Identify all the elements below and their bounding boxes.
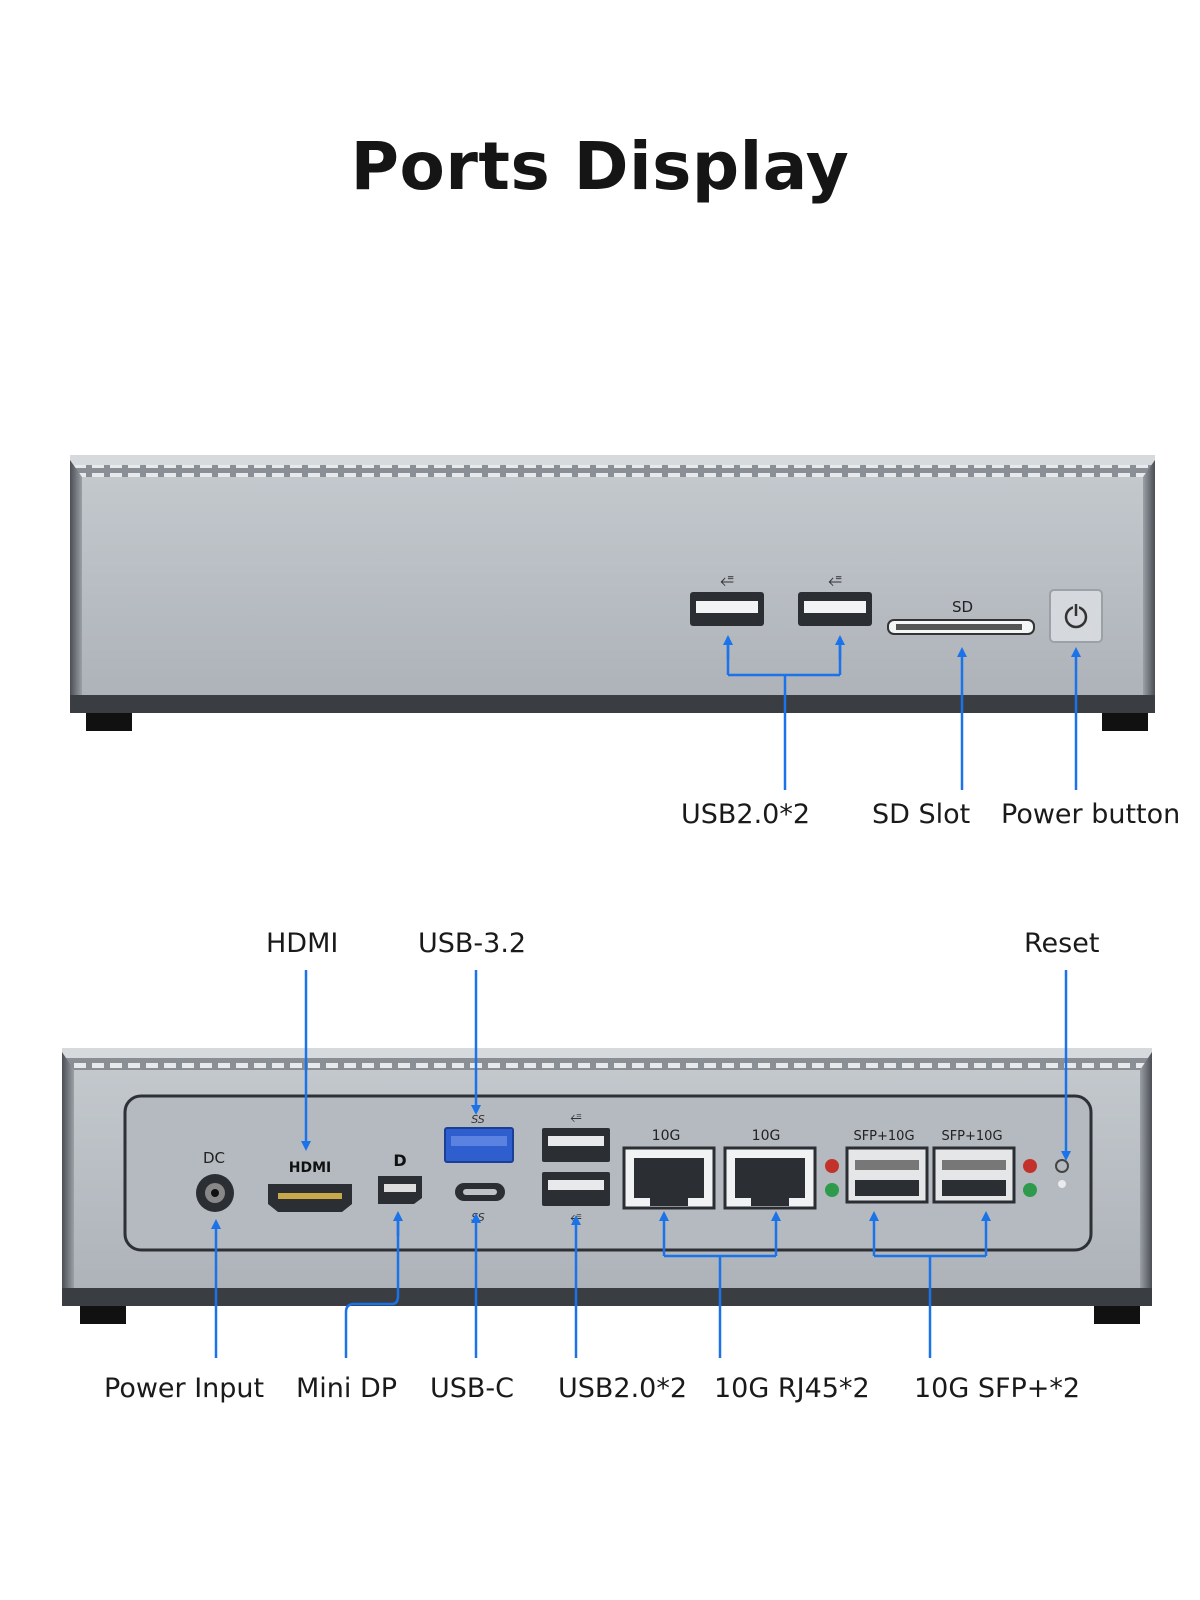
usb32-port: SS bbox=[444, 1113, 514, 1163]
led-red-icon bbox=[1023, 1159, 1037, 1173]
sd-printed-label: SD bbox=[952, 598, 973, 616]
sfp-port-2: SFP+10G bbox=[932, 1129, 1016, 1204]
usb-symbol-icon: ⭀ bbox=[828, 571, 842, 591]
rj45-port-1: 10G bbox=[622, 1128, 716, 1210]
led-green-icon bbox=[825, 1183, 839, 1197]
rj45-printed-label: 10G bbox=[752, 1128, 781, 1144]
rear-usb2-ports: ⭀ ⭀ bbox=[542, 1110, 610, 1226]
label-reset: Reset bbox=[1024, 928, 1100, 959]
displayport-icon: D bbox=[393, 1151, 406, 1170]
label-sd-slot: SD Slot bbox=[872, 799, 971, 830]
label-usb32: USB-3.2 bbox=[418, 928, 527, 959]
led-red-icon bbox=[825, 1159, 839, 1173]
label-sfp: 10G SFP+*2 bbox=[914, 1373, 1081, 1404]
sd-card-slot: SD bbox=[887, 598, 1035, 635]
front-usb-port-2: ⭀ bbox=[798, 571, 872, 626]
hdmi-logo-label: HDMI bbox=[289, 1160, 331, 1176]
rj45-printed-label: 10G bbox=[652, 1128, 681, 1144]
power-button bbox=[1049, 589, 1103, 643]
label-hdmi: HDMI bbox=[266, 928, 339, 959]
label-front-usb2: USB2.0*2 bbox=[681, 799, 811, 830]
label-mini-dp: Mini DP bbox=[296, 1373, 398, 1404]
page-title: Ports Display bbox=[350, 128, 850, 205]
mini-dp-port: D bbox=[378, 1151, 422, 1204]
ss-usb-label: SS bbox=[471, 1113, 485, 1126]
dc-printed-label: DC bbox=[203, 1149, 225, 1167]
sfp-port-1: SFP+10G bbox=[845, 1129, 929, 1204]
sfp-printed-label: SFP+10G bbox=[853, 1129, 914, 1144]
label-rear-usb2: USB2.0*2 bbox=[558, 1373, 688, 1404]
usb-symbol-icon: ⭀ bbox=[720, 571, 734, 591]
label-usb-c: USB-C bbox=[430, 1373, 515, 1404]
front-usb-port-1: ⭀ bbox=[690, 571, 764, 626]
dc-power-input: DC bbox=[196, 1149, 234, 1212]
sfp-printed-label: SFP+10G bbox=[941, 1129, 1002, 1144]
hdmi-port: HDMI bbox=[268, 1160, 352, 1212]
front-callouts bbox=[723, 635, 1081, 790]
front-device: ⭀ ⭀ SD bbox=[70, 455, 1155, 731]
led-green-icon bbox=[1023, 1183, 1037, 1197]
label-rj45: 10G RJ45*2 bbox=[714, 1373, 870, 1404]
rj45-port-2: 10G bbox=[723, 1128, 817, 1210]
rear-device: DC HDMI D SS SS bbox=[62, 1048, 1152, 1324]
label-power-button: Power button bbox=[1001, 799, 1181, 830]
rear-callouts bbox=[211, 970, 1071, 1358]
label-power-input: Power Input bbox=[104, 1373, 265, 1404]
ss-usb-label-bottom: SS bbox=[471, 1211, 485, 1224]
usb-symbol-icon: ⭀ bbox=[570, 1110, 581, 1126]
